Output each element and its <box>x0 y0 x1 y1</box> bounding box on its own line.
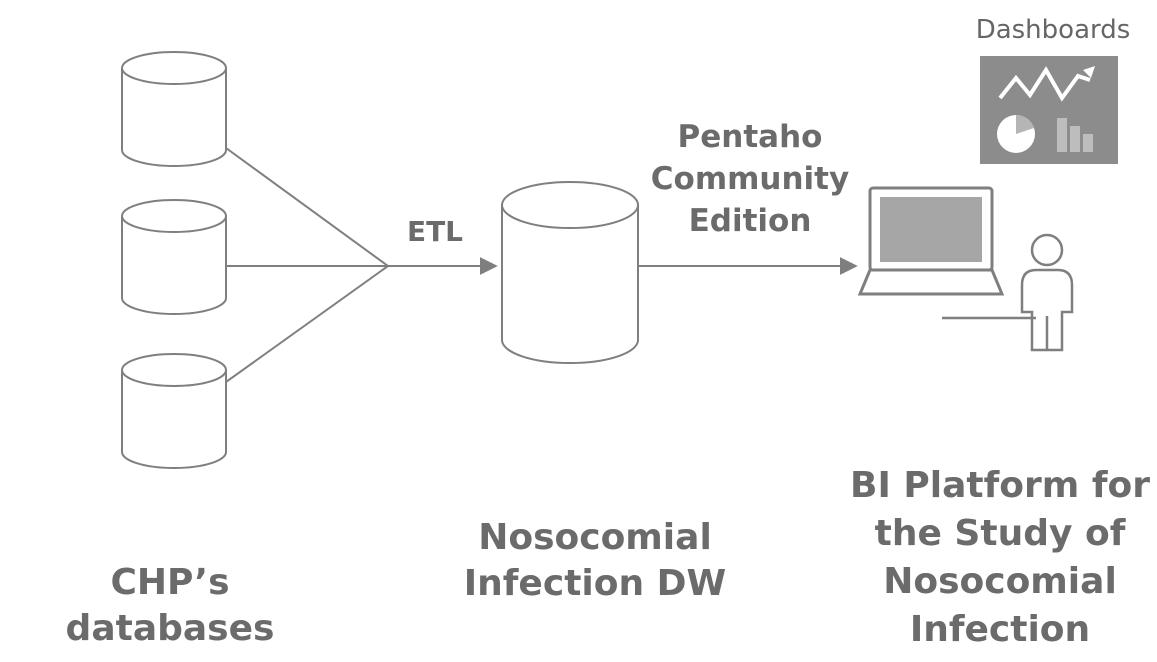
platform-label: BI Platform for the Study of Nosocomial … <box>845 462 1155 654</box>
platform-label-line-2: the Study of <box>874 513 1126 554</box>
bi-tool-label-line-2: Community <box>650 161 850 197</box>
bi-tool-label-line-1: Pentaho <box>677 119 823 155</box>
dashboards-label: Dashboards <box>975 15 1131 45</box>
warehouse-label-line-2: Infection DW <box>463 563 727 604</box>
user-icon <box>942 233 1074 352</box>
laptop-icon <box>857 186 1005 296</box>
platform-label-line-3: Nosocomial <box>883 561 1117 602</box>
bi-tool-label-line-3: Edition <box>688 203 812 239</box>
source-database-2-icon <box>121 199 227 315</box>
etl-label: ETL <box>406 215 464 248</box>
source-database-1-icon <box>121 51 227 167</box>
dashboard-icon <box>980 56 1118 164</box>
platform-label-line-1: BI Platform for <box>850 465 1150 506</box>
source-database-3-icon <box>121 353 227 469</box>
platform-label-line-4: Infection <box>909 609 1091 650</box>
etl-connectors <box>225 147 389 383</box>
warehouse-database-icon <box>501 181 639 364</box>
source-databases-label: CHP’s databases <box>65 562 275 649</box>
warehouse-label: Nosocomial Infection DW <box>440 515 750 607</box>
warehouse-label-line-1: Nosocomial <box>478 517 712 558</box>
bi-tool-label: Pentaho Community Edition <box>635 116 865 242</box>
